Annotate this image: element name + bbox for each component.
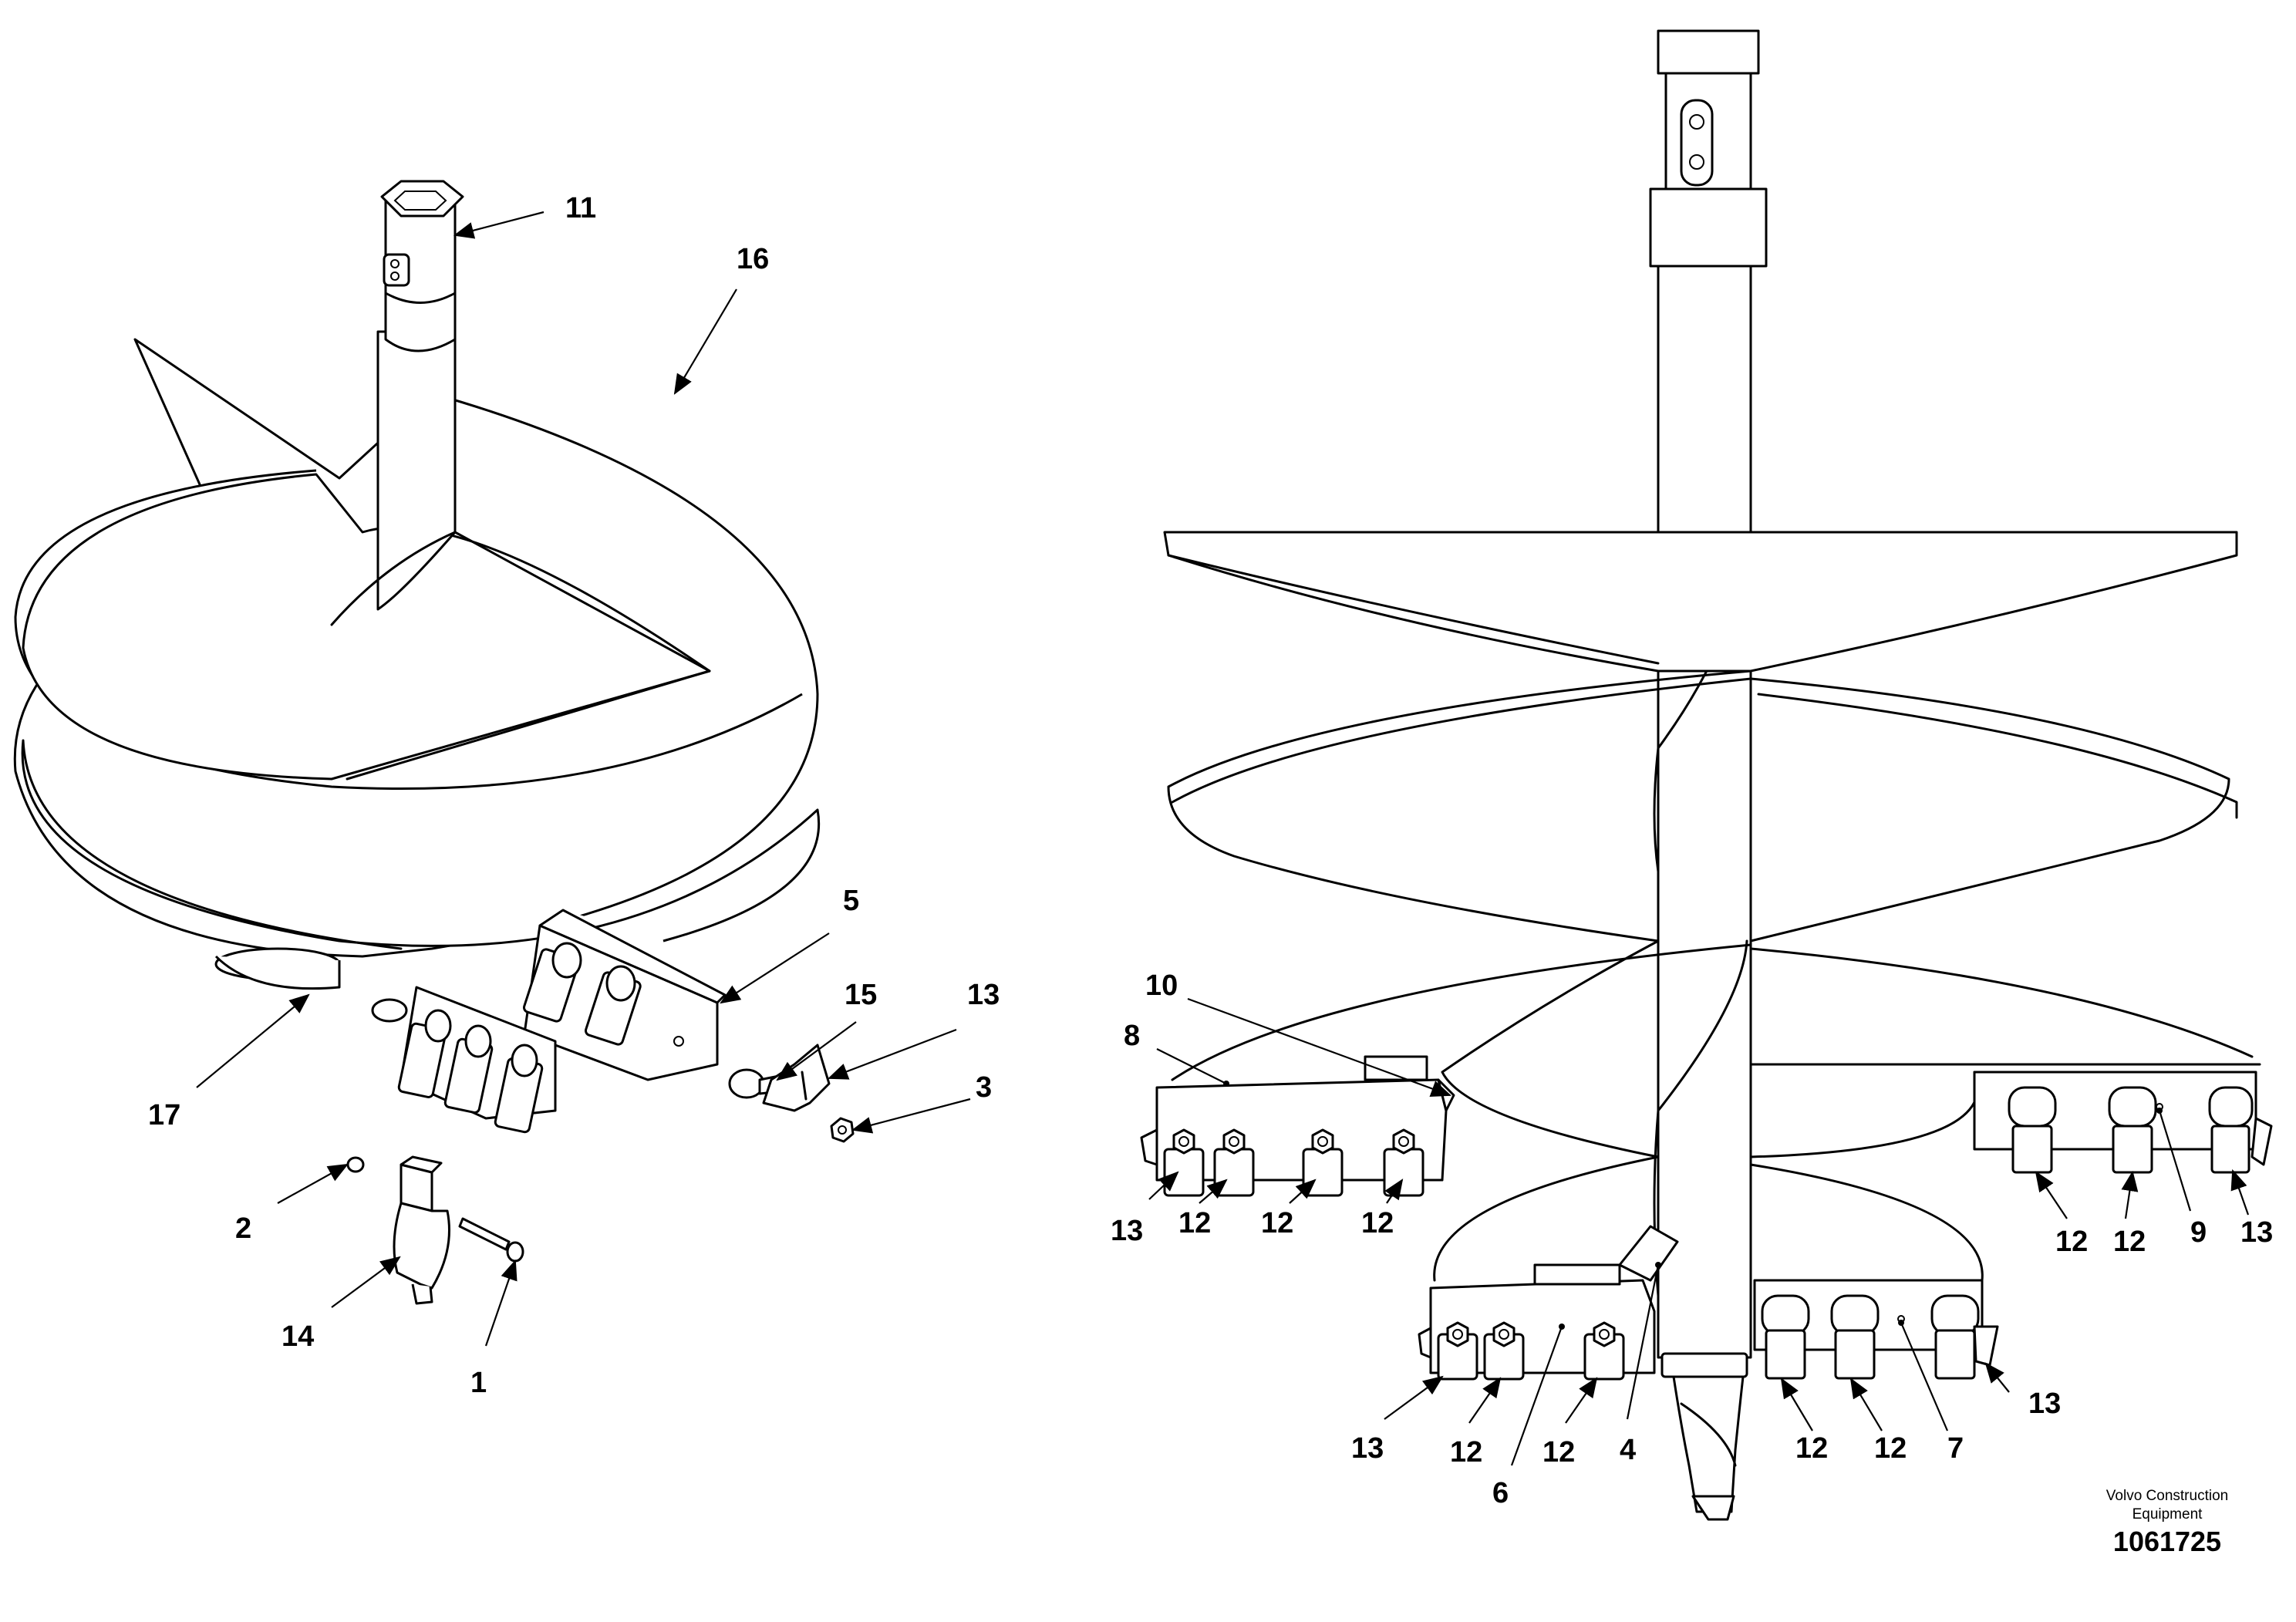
cutter-head-7: [1753, 1279, 1999, 1380]
front-view-auger: [1140, 29, 2273, 1521]
cutter-head-6: [1418, 1263, 1656, 1381]
drawing-number: 1061725: [2112, 1526, 2222, 1557]
callout-9: 9: [2190, 1216, 2207, 1249]
callout-12-f: 12: [1450, 1436, 1482, 1469]
callout-15: 15: [845, 979, 877, 1011]
callout-5: 5: [843, 885, 859, 917]
callout-12-d: 12: [2055, 1226, 2088, 1258]
callout-11: 11: [565, 192, 596, 224]
callout-13-b: 13: [2240, 1216, 2273, 1249]
isometric-auger-view: [13, 180, 820, 1134]
callout-13-a: 13: [1111, 1215, 1143, 1247]
callout-12-c: 12: [1361, 1207, 1394, 1239]
callout-12-a: 12: [1178, 1207, 1211, 1239]
callout-6: 6: [1492, 1477, 1509, 1509]
leader-lines: [196, 211, 2250, 1466]
callout-10: 10: [1145, 969, 1178, 1002]
company-line-1: Volvo Construction: [2106, 1488, 2229, 1504]
callout-1: 1: [470, 1367, 487, 1399]
callout-12-g: 12: [1542, 1436, 1575, 1469]
callout-2: 2: [235, 1212, 251, 1245]
callout-12-e: 12: [2113, 1226, 2146, 1258]
callout-7: 7: [1947, 1432, 1964, 1465]
callout-14: 14: [282, 1320, 314, 1353]
isometric-cutter-teeth: [371, 909, 727, 1134]
callout-12-b: 12: [1261, 1207, 1293, 1239]
cutter-head-8: [1140, 1055, 1455, 1197]
company-line-2: Equipment: [2132, 1506, 2203, 1523]
callout-12-i: 12: [1874, 1432, 1907, 1465]
callout-13-d: 13: [2028, 1388, 2061, 1420]
callout-4: 4: [1620, 1434, 1636, 1466]
callout-8: 8: [1124, 1020, 1140, 1052]
callout-12-h: 12: [1795, 1432, 1828, 1465]
callout-3: 3: [976, 1071, 992, 1104]
loose-parts-right: [728, 1044, 855, 1143]
callout-labels: 11 16 5 15 13 3 17 2 14 1 10 8 13 12 12 …: [148, 192, 2273, 1509]
callout-16: 16: [737, 243, 769, 275]
company-name: Volvo Construction Equipment: [2052, 1487, 2283, 1524]
cutter-head-9: [1973, 1071, 2273, 1174]
callout-13-left: 13: [967, 979, 1000, 1011]
callout-13-c: 13: [1351, 1432, 1384, 1465]
loose-parts-left: [346, 1155, 524, 1305]
callout-17: 17: [148, 1099, 180, 1131]
